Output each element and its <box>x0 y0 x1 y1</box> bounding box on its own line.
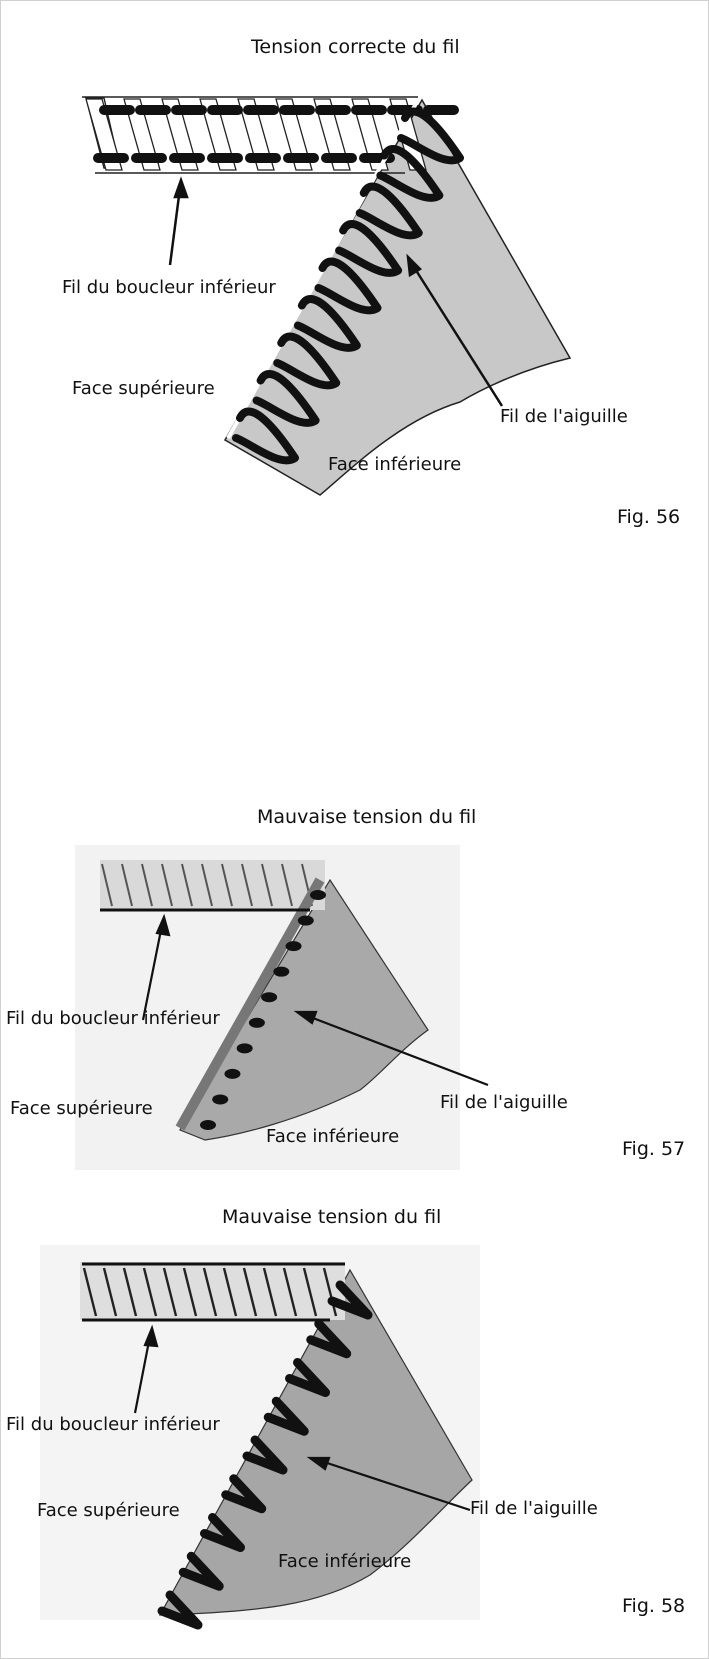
fig58-hatch-line <box>202 1267 218 1317</box>
fig56-loop <box>314 257 382 315</box>
fig57-caption: Fig. 57 <box>622 1138 686 1160</box>
fig57-hatch-line <box>201 863 213 907</box>
fig56-loop <box>389 98 427 171</box>
fig56-diagonal-loops <box>226 99 464 465</box>
fig57-loop <box>224 1068 241 1079</box>
fig58-loop <box>263 1396 309 1436</box>
fig58-hatch-line <box>282 1267 298 1317</box>
fig56-horizontal-loops <box>85 98 427 171</box>
fig58-loop <box>200 1513 245 1552</box>
fig58-hatch-line <box>162 1267 178 1317</box>
fig56-illustration <box>82 96 572 496</box>
fig58-arrows <box>133 1324 471 1512</box>
fig57-needle-thread-label: Fil de l'aiguille <box>440 1092 568 1113</box>
fig58-hatch-line <box>142 1267 158 1317</box>
fig56-loop <box>275 98 313 171</box>
fig57-loop <box>236 1043 253 1054</box>
fig56-caption: Fig. 56 <box>617 506 681 528</box>
fig57-illustration <box>75 845 489 1170</box>
fig58-loop <box>327 1280 373 1320</box>
fig56-lower-looper-label: Fil du boucleur inférieur <box>62 277 276 298</box>
fig57-lower-looper-label: Fil du boucleur inférieur <box>6 1008 220 1029</box>
fig56-loop <box>376 145 444 202</box>
fig57-loop <box>273 966 290 977</box>
fig56-loop <box>237 98 275 171</box>
fig57-hatch-line <box>121 863 133 907</box>
fig56-loop <box>85 98 123 171</box>
fig58-needle-thread-label: Fil de l'aiguille <box>470 1498 598 1519</box>
fig57-hatch-line <box>141 863 153 907</box>
fig56-loop <box>161 98 199 171</box>
fig58-lower-looper-label: Fil du boucleur inférieur <box>6 1414 220 1435</box>
fig56-needle-thread-label: Fil de l'aiguille <box>500 406 628 427</box>
fig57-loop <box>200 1120 216 1130</box>
fig56-loop <box>273 332 341 390</box>
fig57-needle-loops <box>200 890 326 1130</box>
fig56-loop <box>335 220 403 277</box>
fig56-title: Tension correcte du fil <box>251 36 460 58</box>
fig58-hatch-line <box>242 1267 258 1317</box>
fig57-fabric <box>179 878 429 1141</box>
fig57-hatch-line <box>181 863 193 907</box>
fig58-loop <box>157 1590 203 1630</box>
fig58-loop <box>221 1474 267 1514</box>
fig58-hatch-line <box>182 1267 198 1317</box>
fig57-loop <box>310 890 326 900</box>
fig58-caption: Fig. 58 <box>622 1595 686 1617</box>
fig56-lower-side-label: Face inférieure <box>328 454 462 475</box>
fig58-hatch-line <box>222 1267 238 1317</box>
fig57-loop <box>297 915 314 926</box>
fig57-hatch-line <box>221 863 233 907</box>
fig58-upper-side-label: Face supérieure <box>37 1500 180 1521</box>
fig58-hatch-line <box>322 1267 338 1317</box>
fig56-upper-side-label: Face supérieure <box>72 378 215 399</box>
fig56-loop <box>293 295 361 352</box>
fig56-loop <box>355 182 423 240</box>
fig57-hatch-line <box>161 863 173 907</box>
fig58-loop <box>242 1435 288 1475</box>
fig56-fabric <box>223 98 572 496</box>
fig57-upper-hatch <box>101 863 325 1131</box>
fig57-edge <box>175 877 325 1131</box>
fig58-fabric <box>158 1268 473 1616</box>
fig56-loop <box>232 407 299 465</box>
fig58-hatch-line <box>262 1267 278 1317</box>
fig58-hatch-line <box>102 1267 118 1317</box>
fig56-loop <box>252 370 320 427</box>
fig57-lower-side-label: Face inférieure <box>266 1126 400 1147</box>
fig57-upper-side-label: Face supérieure <box>10 1098 153 1119</box>
fig56-loop <box>351 98 389 171</box>
fig58-loop <box>178 1551 224 1591</box>
fig58-hatch-line <box>82 1267 98 1317</box>
fig57-loop <box>212 1094 229 1105</box>
fig58-illustration <box>40 1245 480 1630</box>
fig57-arrows <box>141 913 489 1087</box>
fig57-hatch-line <box>261 863 273 907</box>
fig57-loop <box>285 941 302 952</box>
fig58-diagonal-loops <box>157 1280 373 1630</box>
fig58-title: Mauvaise tension du fil <box>222 1206 442 1228</box>
fig58-upper-hatch <box>82 1267 338 1317</box>
fig57-loop <box>248 1017 265 1028</box>
fig58-hatch-line <box>122 1267 138 1317</box>
fig57-hatch-line <box>281 863 293 907</box>
fig58-loop <box>285 1358 330 1397</box>
fig57-hatch-line <box>101 863 113 907</box>
fig56-arrows <box>168 176 504 407</box>
fig57-loop <box>261 992 278 1003</box>
fig56-loop <box>313 98 351 171</box>
fig58-loop <box>306 1319 352 1359</box>
fig58-hatch-line <box>302 1267 318 1317</box>
fig58-lower-side-label: Face inférieure <box>278 1551 412 1572</box>
fig57-title: Mauvaise tension du fil <box>257 806 477 828</box>
fig56-loop <box>199 98 237 171</box>
fig56-loop <box>123 98 161 171</box>
fig57-hatch-line <box>241 863 253 907</box>
fig56-loop <box>397 107 464 165</box>
